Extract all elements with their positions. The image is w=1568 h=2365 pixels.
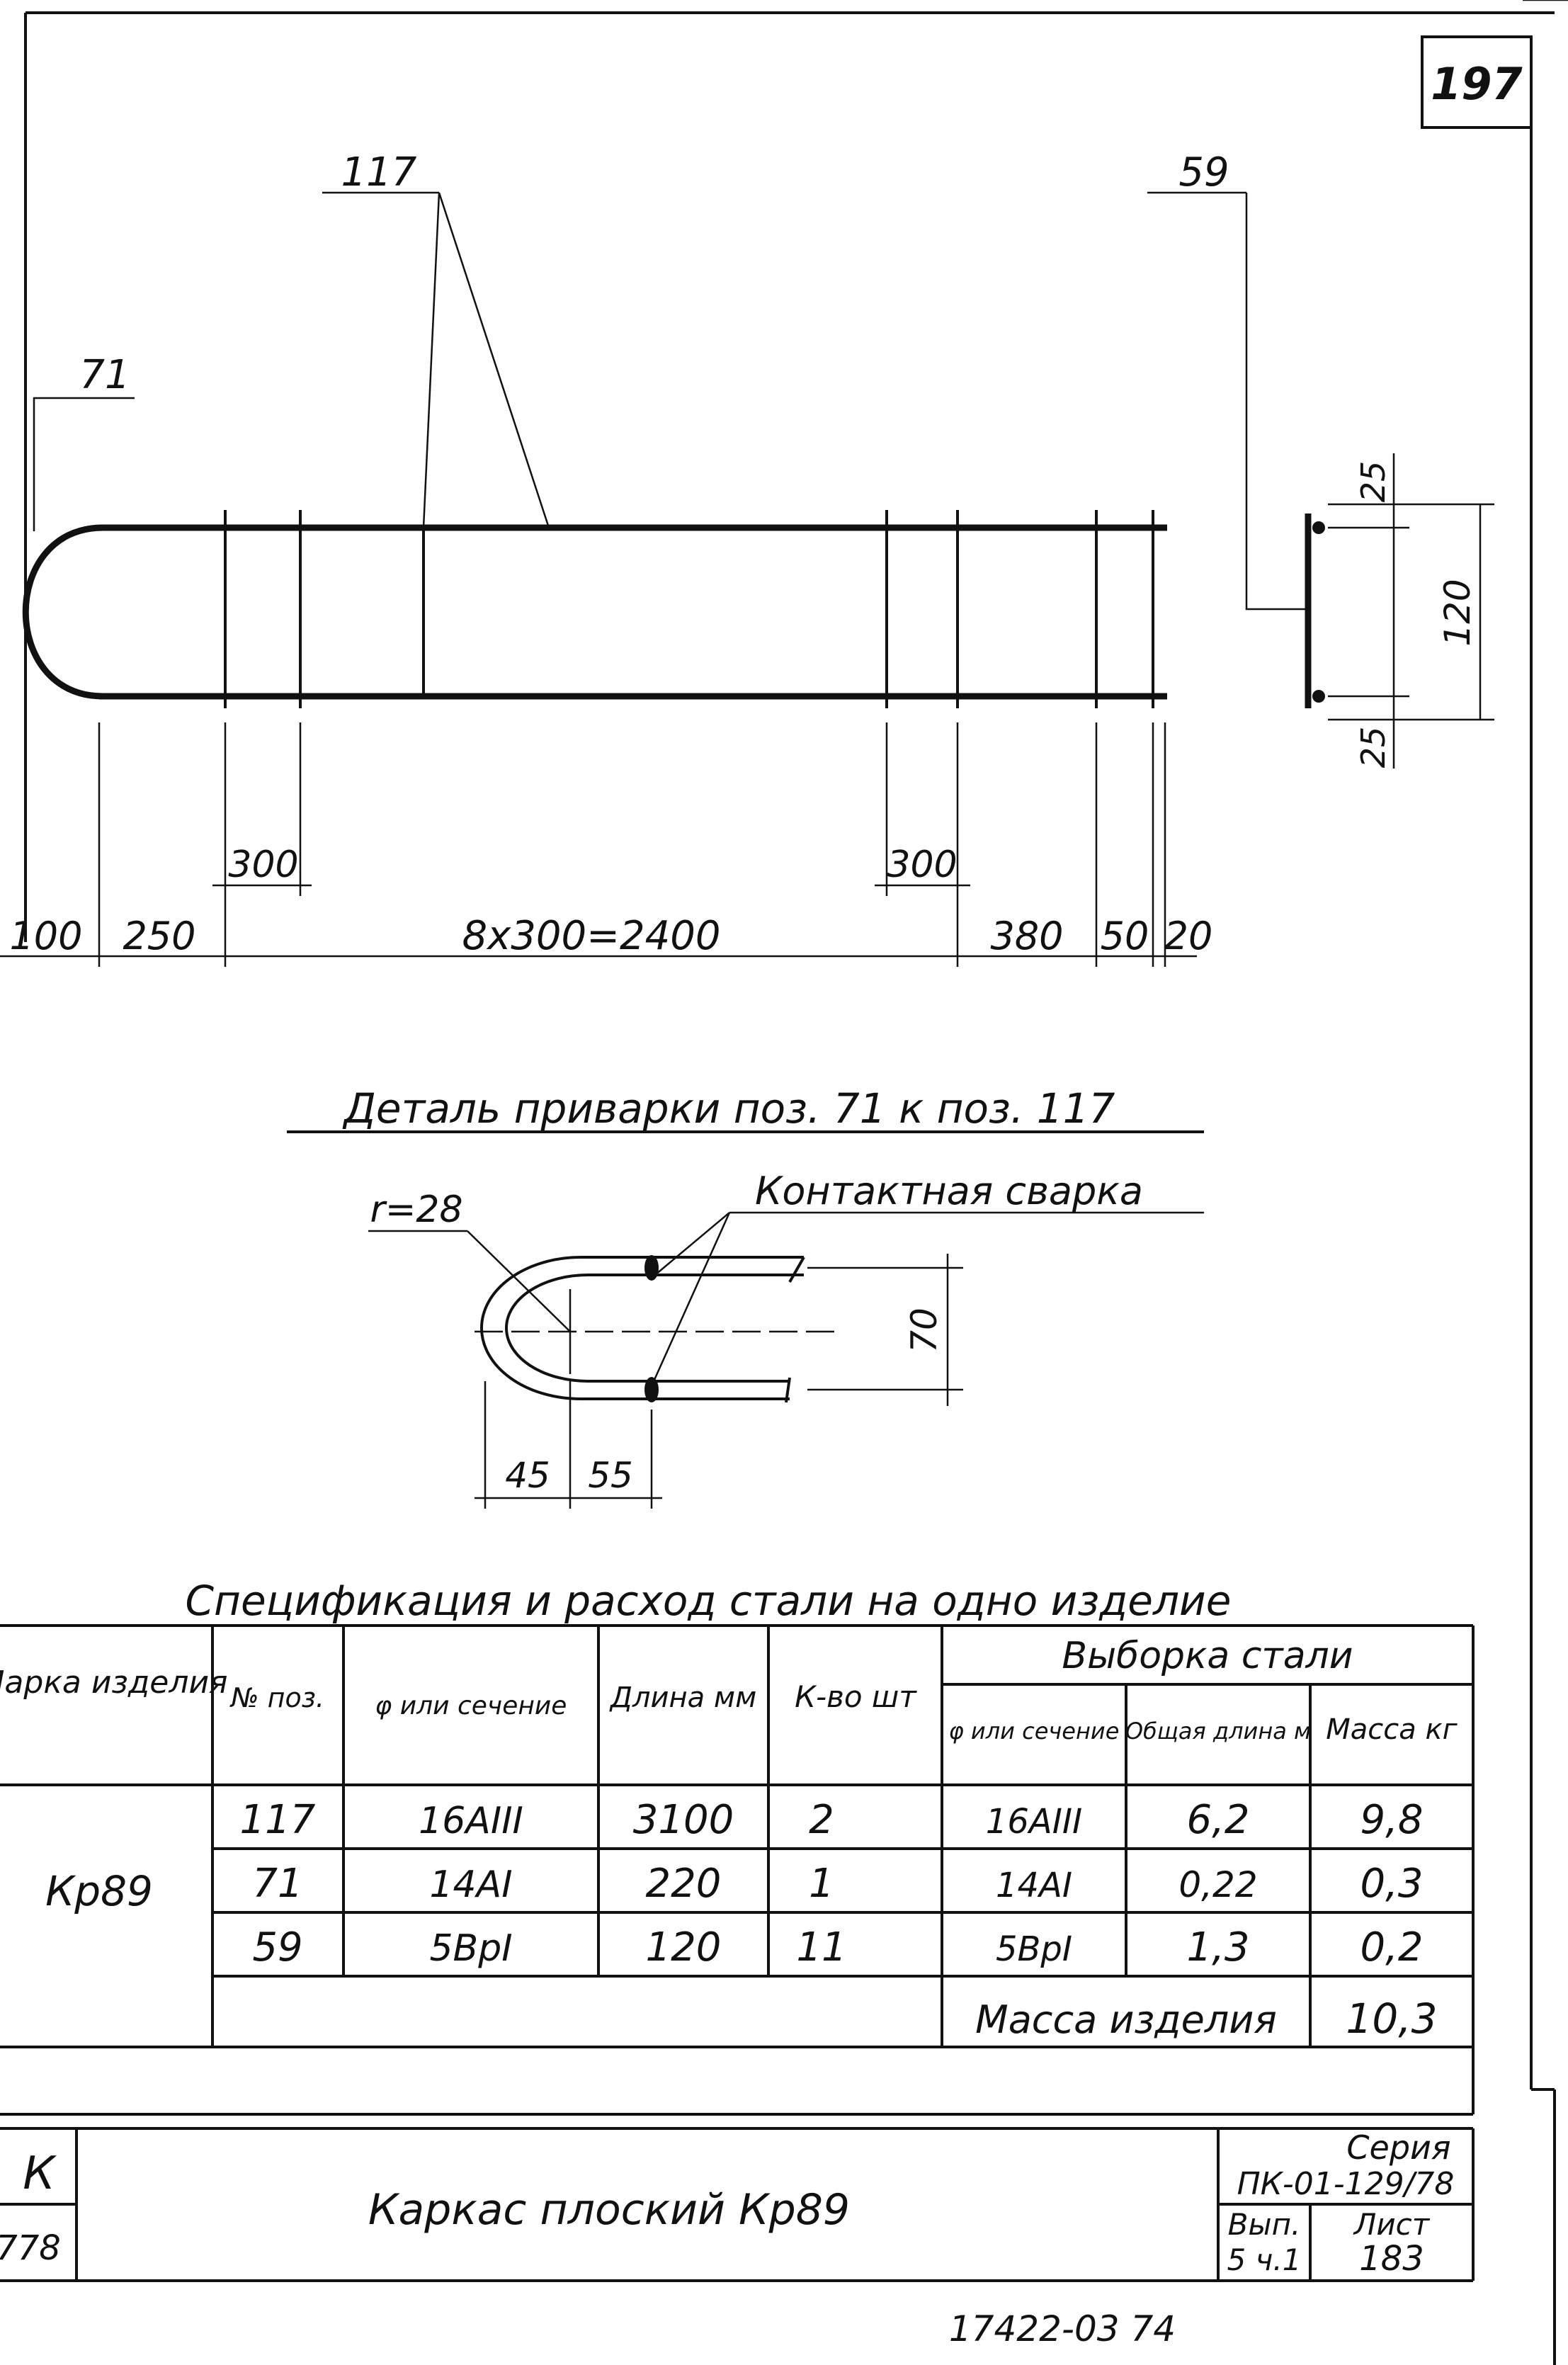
spacing-dim-right: 300 <box>887 844 957 886</box>
row-s-section: 16AIII <box>986 1802 1082 1842</box>
row-total: 1,3 <box>1186 1924 1249 1970</box>
header-section: φ или сечение <box>375 1691 567 1720</box>
header-qty: К-во шт <box>795 1679 917 1714</box>
sheet-number: 197 <box>1431 58 1523 110</box>
row-mass: 9,8 <box>1360 1797 1423 1843</box>
dim-20: 20 <box>1164 914 1213 958</box>
row-pos: 59 <box>252 1924 302 1970</box>
product-mass-value: 10,3 <box>1346 1995 1437 2043</box>
table-row: 71 14AI 220 1 14AI 0,22 0,3 <box>252 1861 1423 1907</box>
sheet-label: Лист <box>1353 2207 1431 2242</box>
sheet-frame <box>24 0 1568 2365</box>
detail-height-dim: 70 <box>904 1308 945 1353</box>
detail-dim-55: 55 <box>588 1455 633 1496</box>
series-label: Серия <box>1346 2128 1450 2167</box>
dim-50: 50 <box>1101 914 1149 958</box>
detail-weld-label: Контактная сварка <box>755 1169 1143 1213</box>
header-mass: Масса кг <box>1326 1713 1458 1746</box>
row-length: 3100 <box>633 1797 734 1843</box>
table-row: 117 16AIII 3100 2 16AIII 6,2 9,8 <box>240 1797 1424 1843</box>
row-mass: 0,3 <box>1360 1861 1423 1907</box>
title-block: К 778 Каркас плоский Кр89 Серия ПК-01-12… <box>0 2127 1475 2282</box>
row-pos: 71 <box>252 1861 302 1907</box>
row-s-section: 14AI <box>996 1866 1072 1905</box>
mark-value: Кр89 <box>45 1867 153 1915</box>
row-section: 16AIII <box>419 1800 523 1842</box>
frame-drawing: 117 71 59 300 300 100 250 8x300=2400 380 <box>0 149 1307 967</box>
spacing-dim-left: 300 <box>228 844 298 886</box>
row-qty: 1 <box>809 1861 834 1907</box>
series-value: ПК-01-129/78 <box>1237 2166 1455 2202</box>
title-left-bottom: 778 <box>0 2228 61 2268</box>
dim-2400: 8x300=2400 <box>462 913 720 959</box>
header-sampling: Выборка стали <box>1062 1635 1353 1677</box>
row-pos: 117 <box>240 1797 316 1843</box>
row-qty: 11 <box>796 1924 846 1970</box>
spec-title: Спецификация и расход стали на одно изде… <box>186 1577 1232 1625</box>
row-total: 6,2 <box>1186 1797 1249 1843</box>
detail-title: Деталь приварки поз. 71 к поз. 117 <box>342 1084 1115 1133</box>
row-length: 120 <box>646 1924 722 1970</box>
side-dim-top: 25 <box>1354 461 1392 503</box>
callout-71: 71 <box>79 352 130 398</box>
header-mark: Марка изделия <box>0 1664 228 1701</box>
side-view: 25 120 25 <box>1305 453 1494 769</box>
dim-380: 380 <box>990 914 1063 958</box>
header-sampling-section: φ или сечение <box>949 1718 1120 1745</box>
weld-detail: Деталь приварки поз. 71 к поз. 117 r=28 … <box>287 1084 1204 1509</box>
header-pos: № поз. <box>229 1682 324 1713</box>
product-mass-label: Масса изделия <box>975 1997 1277 2042</box>
sheet-number-box: 197 <box>1421 35 1533 129</box>
callout-117: 117 <box>341 149 417 195</box>
callout-59: 59 <box>1178 149 1229 195</box>
dim-250: 250 <box>123 914 195 958</box>
footer-code: 17422-03 74 <box>949 2308 1176 2349</box>
side-dim-bottom: 25 <box>1354 727 1392 769</box>
title-left-top: К <box>23 2148 57 2200</box>
sheet-value: 183 <box>1359 2239 1424 2279</box>
row-section: 5BpI <box>429 1927 512 1970</box>
issue-label: Вып. <box>1228 2207 1301 2242</box>
table-row: 59 5BpI 120 11 5BpI 1,3 0,2 <box>252 1924 1423 1970</box>
header-total-length: Общая длина м <box>1125 1718 1311 1745</box>
row-section: 14AI <box>429 1864 512 1906</box>
row-s-section: 5BpI <box>996 1929 1072 1969</box>
detail-radius-label: r=28 <box>370 1189 462 1231</box>
header-length: Длина мм <box>609 1681 757 1714</box>
row-qty: 2 <box>809 1797 834 1843</box>
row-length: 220 <box>646 1861 722 1907</box>
spec-table: Спецификация и расход стали на одно изде… <box>0 1577 1475 2116</box>
dim-100: 100 <box>9 914 82 958</box>
product-title: Каркас плоский Кр89 <box>368 2185 850 2235</box>
issue-value: 5 ч.1 <box>1227 2242 1302 2277</box>
detail-dim-45: 45 <box>505 1455 550 1496</box>
row-mass: 0,2 <box>1360 1924 1423 1970</box>
side-dim-height: 120 <box>1437 579 1478 646</box>
row-total: 0,22 <box>1178 1864 1257 1905</box>
